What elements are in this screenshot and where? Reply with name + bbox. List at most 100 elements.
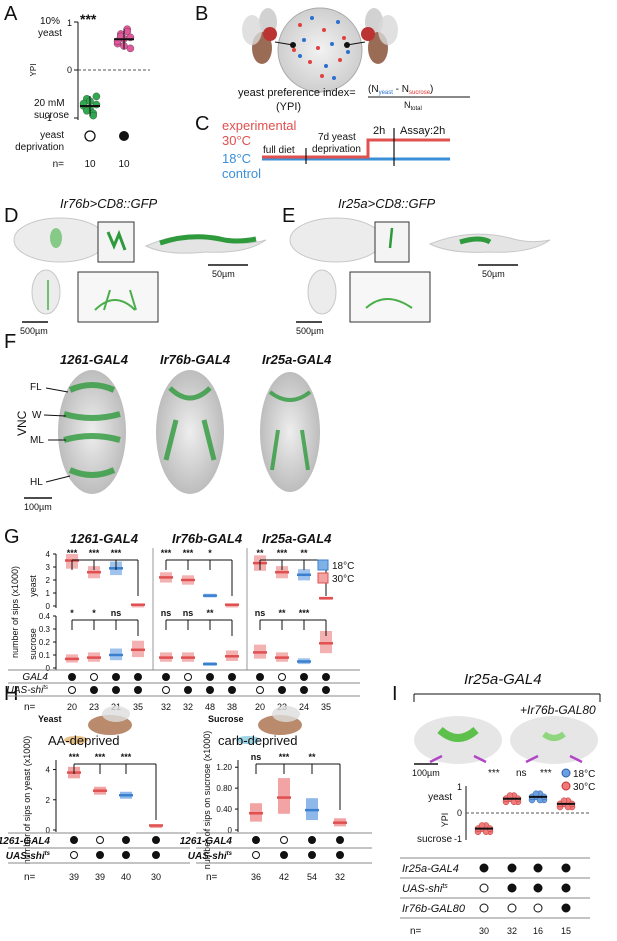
i-table-dot	[561, 903, 571, 913]
i-table-dot	[507, 903, 517, 913]
f-label-fl: FL	[30, 382, 42, 393]
panel-label-g: G	[4, 526, 20, 548]
g-table-gal4-dot	[112, 673, 120, 681]
a-point	[83, 107, 91, 115]
b-formula-label: yeast preference index=	[238, 87, 356, 99]
g-table-gal4-dot	[300, 673, 308, 681]
g-sig-yeast: *	[208, 548, 212, 558]
g-n-value: 32	[183, 702, 193, 712]
a-row-label2: deprivation	[15, 142, 64, 153]
b-dot	[292, 48, 296, 52]
f-title-2: Ir76b-GAL4	[160, 352, 231, 367]
i-sucrose-label: sucrose	[417, 834, 452, 845]
g-yeast-tick-label: 4	[46, 550, 51, 559]
h-sig: ***	[69, 752, 80, 762]
i-table-dot	[533, 903, 543, 913]
h-sig: **	[308, 752, 316, 762]
i-n-value: 16	[533, 926, 543, 936]
g-table-shi-dot	[112, 686, 120, 694]
g-sig-yeast: ***	[67, 548, 78, 558]
g-n-label: n=	[24, 702, 36, 713]
b-fly-left	[242, 8, 277, 64]
i-point	[532, 790, 540, 798]
h-table-dot	[70, 851, 78, 859]
g-sig-yeast: ***	[89, 548, 100, 558]
g-table-shi-dot	[300, 686, 308, 694]
c-dep2: deprivation	[312, 144, 361, 155]
h-table-dot	[252, 836, 260, 844]
a-top-label: 10%	[40, 16, 60, 27]
g-table-shi-dot	[90, 686, 98, 694]
h-n-label-1: n=	[24, 872, 36, 883]
d-title: Ir76b>CD8::GFP	[60, 196, 158, 211]
i-n-label: n=	[410, 926, 422, 937]
i-table-dot	[507, 863, 517, 873]
h-ylabel2: number of sips on sucrose (x1000)	[202, 731, 212, 870]
a-point	[92, 92, 101, 101]
b-dot	[342, 36, 346, 40]
g-yeast-tick-label: 0	[46, 602, 51, 611]
g-table-gal4-dot	[162, 673, 170, 681]
i-table-dot	[533, 883, 543, 893]
g-sucrose-tick-label: 0.4	[39, 612, 51, 621]
i-legend-30-label: 30°C	[573, 782, 595, 793]
g-table-gal4-dot	[278, 673, 286, 681]
h-row-shi-1: UAS-shits	[6, 851, 51, 862]
g-sigs: ***********ns***ns***ns*****ns**********	[67, 548, 327, 636]
h-sig: ***	[279, 752, 290, 762]
h-tick-label: 4	[46, 766, 51, 775]
b-denominator: Ntotal	[404, 100, 422, 112]
g-table-shi-dot	[68, 686, 76, 694]
g-n-value: 35	[133, 702, 143, 712]
h-tick-label: 0	[228, 826, 233, 835]
h-n-value: 42	[279, 872, 289, 882]
b-numerator: (Nyeast - Nsucrose)	[368, 84, 433, 96]
i-legend-30	[561, 781, 571, 791]
g-legend-30	[317, 572, 329, 584]
a-n-2: 10	[118, 159, 130, 170]
i-table-dot	[561, 863, 571, 873]
c-experimental: experimental	[222, 118, 297, 133]
g-legend-30-label: 30°C	[332, 574, 354, 585]
g-table: 202321353232483820232435	[67, 673, 331, 712]
g-legend-18	[317, 559, 329, 571]
g-table-shi-dot	[206, 686, 214, 694]
i-table-dot	[479, 903, 489, 913]
h-tick-label: 0	[46, 826, 51, 835]
g-sig-sucrose: ns	[183, 608, 194, 618]
h-sucrose-bar	[278, 778, 290, 814]
h-tick-label: 1.20	[216, 763, 232, 772]
e-brain	[289, 217, 383, 263]
h-table-dot	[152, 836, 160, 844]
f-vnc-2	[156, 370, 224, 494]
f-title-3: Ir25a-GAL4	[262, 352, 332, 367]
panel-label-a: A	[4, 3, 18, 25]
h-fly-sucrose	[236, 706, 302, 744]
a-filled-circle	[119, 131, 129, 141]
h-sig: ***	[95, 752, 106, 762]
b-dot	[336, 20, 340, 24]
g-table-gal4-dot	[228, 673, 236, 681]
h-n-value: 39	[95, 872, 105, 882]
g-yeast-label: yeast	[28, 575, 38, 597]
b-dots	[292, 16, 350, 80]
panel-h: Yeast AA-deprived Sucrose carb-deprived …	[0, 706, 372, 883]
b-dish	[277, 7, 363, 93]
g-sig-sucrose: ns	[255, 608, 266, 618]
g-row-shi: UAS-shits	[7, 685, 48, 696]
g-n-value: 20	[67, 702, 77, 712]
f-vnc-label: VNC	[15, 410, 29, 436]
f-vnc-1	[58, 370, 126, 494]
g-sig-yeast: ***	[277, 548, 288, 558]
h-table-dot	[280, 851, 288, 859]
i-yeast-label: yeast	[428, 792, 452, 803]
h-n-value: 39	[69, 872, 79, 882]
panel-e: Ir25a>CD8::GFP 50µm 500µm	[289, 196, 551, 336]
panel-label-c: C	[195, 113, 209, 135]
panel-d: Ir76b>CD8::GFP 50µm 500µm	[13, 196, 267, 336]
e-inset2	[349, 271, 431, 323]
c-dep1: 7d yeast	[318, 132, 356, 143]
panel-label-e: E	[282, 205, 295, 227]
f-scale: 100µm	[24, 502, 52, 512]
